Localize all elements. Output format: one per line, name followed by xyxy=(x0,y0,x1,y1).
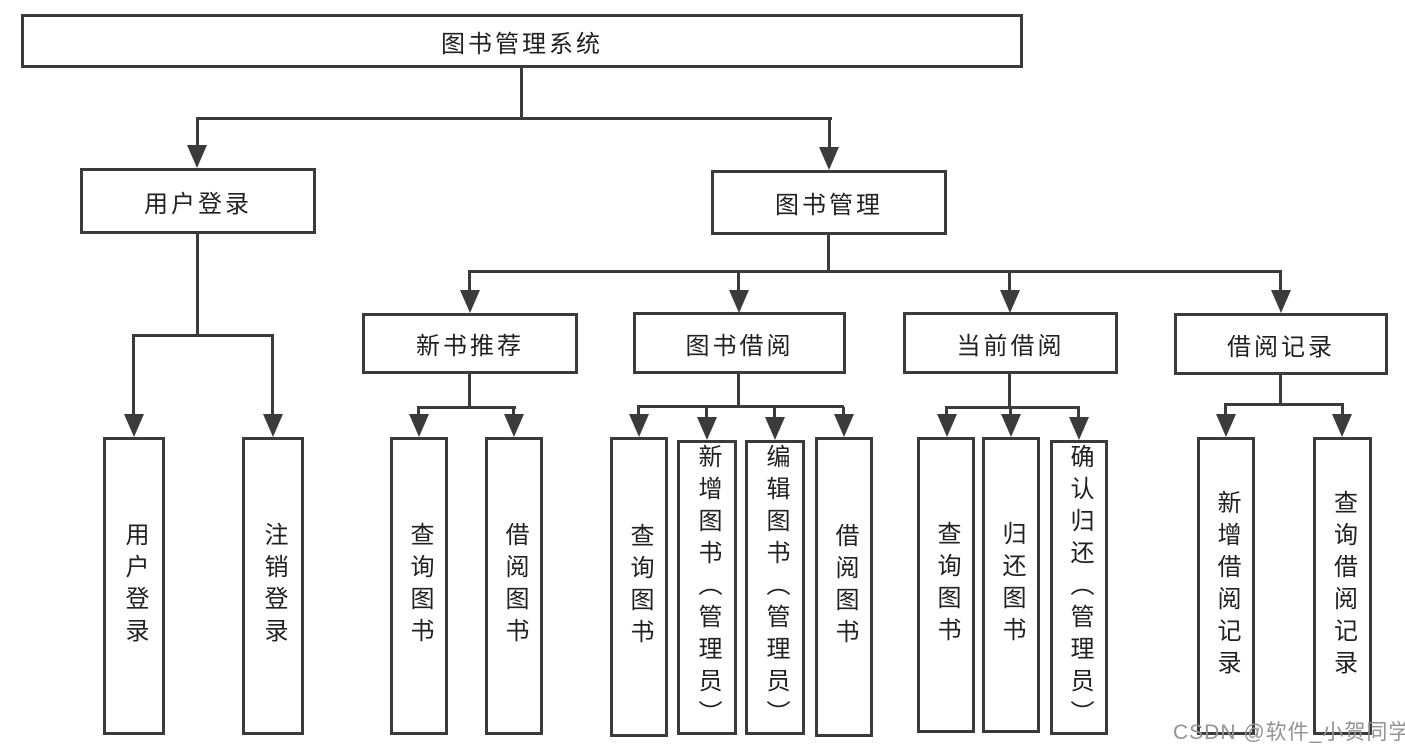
connector-line xyxy=(737,374,740,407)
connector-line xyxy=(196,234,199,336)
arrow-down-icon xyxy=(729,290,749,313)
connector-line xyxy=(468,374,471,408)
arrow-down-icon xyxy=(1271,290,1291,313)
leaf-query-books-recommend: 查询图书 xyxy=(390,437,448,735)
connector-line xyxy=(468,270,1282,273)
connector-line xyxy=(1009,408,1012,416)
arrow-down-icon xyxy=(187,145,207,168)
arrow-down-icon xyxy=(263,414,283,437)
arrow-down-icon xyxy=(1000,290,1020,313)
leaf-user-login: 用户登录 xyxy=(103,437,165,735)
arrow-down-icon xyxy=(1069,417,1089,440)
node-user-login: 用户登录 xyxy=(80,168,316,234)
arrow-down-icon xyxy=(819,147,839,170)
arrow-down-icon xyxy=(460,290,480,313)
connector-line xyxy=(1224,405,1227,416)
leaf-query-books-current: 查询图书 xyxy=(917,437,975,733)
arrow-down-icon xyxy=(1216,414,1236,437)
leaf-logout: 注销登录 xyxy=(242,437,304,735)
connector-line xyxy=(132,334,274,337)
leaf-borrow-books-recommend: 借阅图书 xyxy=(485,437,543,735)
connector-line xyxy=(1279,272,1282,291)
connector-line xyxy=(705,407,708,418)
node-book-borrowing: 图书借阅 xyxy=(633,312,846,374)
node-book-management: 图书管理 xyxy=(711,170,947,235)
arrow-down-icon xyxy=(1001,414,1021,437)
arrow-down-icon xyxy=(629,414,649,437)
connector-line xyxy=(512,408,515,416)
connector-line xyxy=(271,336,274,415)
node-library-management-system: 图书管理系统 xyxy=(21,14,1023,68)
node-current-borrowing: 当前借阅 xyxy=(903,312,1118,374)
connector-line xyxy=(637,405,844,408)
arrow-down-icon xyxy=(937,414,957,437)
connector-line xyxy=(737,272,740,291)
leaf-query-borrow-record: 查询借阅记录 xyxy=(1313,437,1372,735)
connector-line xyxy=(1008,374,1011,408)
connector-line xyxy=(417,406,516,409)
connector-line xyxy=(637,407,640,416)
connector-line xyxy=(468,272,471,291)
arrow-down-icon xyxy=(697,417,717,440)
leaf-borrow-books: 借阅图书 xyxy=(815,437,873,737)
connector-line xyxy=(1279,375,1282,405)
node-borrowing-records: 借阅记录 xyxy=(1174,313,1388,375)
arrow-down-icon xyxy=(409,414,429,437)
connector-line xyxy=(417,408,420,416)
connector-line xyxy=(945,406,1080,409)
arrow-down-icon xyxy=(504,414,524,437)
connector-line xyxy=(132,336,135,415)
leaf-edit-book-admin: 编辑图书（管理员） xyxy=(745,440,805,735)
connector-line xyxy=(773,407,776,418)
node-new-book-recommendation: 新书推荐 xyxy=(362,313,578,374)
connector-line xyxy=(828,119,831,148)
watermark: CSDN @软件_小贺同学 xyxy=(1173,721,1405,744)
connector-line xyxy=(1077,408,1080,419)
arrow-down-icon xyxy=(834,414,854,437)
leaf-add-borrow-record: 新增借阅记录 xyxy=(1197,437,1255,735)
connector-line xyxy=(1224,403,1344,406)
leaf-add-book-admin: 新增图书（管理员） xyxy=(677,440,737,735)
leaf-query-books-borrow: 查询图书 xyxy=(610,437,668,737)
connector-line xyxy=(1008,272,1011,291)
leaf-return-books: 归还图书 xyxy=(982,437,1040,733)
arrow-down-icon xyxy=(124,414,144,437)
connector-line xyxy=(196,119,199,146)
connector-line xyxy=(1341,405,1344,416)
connector-line xyxy=(827,235,830,272)
connector-line xyxy=(945,408,948,416)
arrow-down-icon xyxy=(765,417,785,440)
arrow-down-icon xyxy=(1332,414,1352,437)
leaf-confirm-return-admin: 确认归还（管理员） xyxy=(1050,440,1108,735)
connector-line xyxy=(196,117,832,120)
connector-line xyxy=(520,68,523,119)
connector-line xyxy=(842,407,845,416)
